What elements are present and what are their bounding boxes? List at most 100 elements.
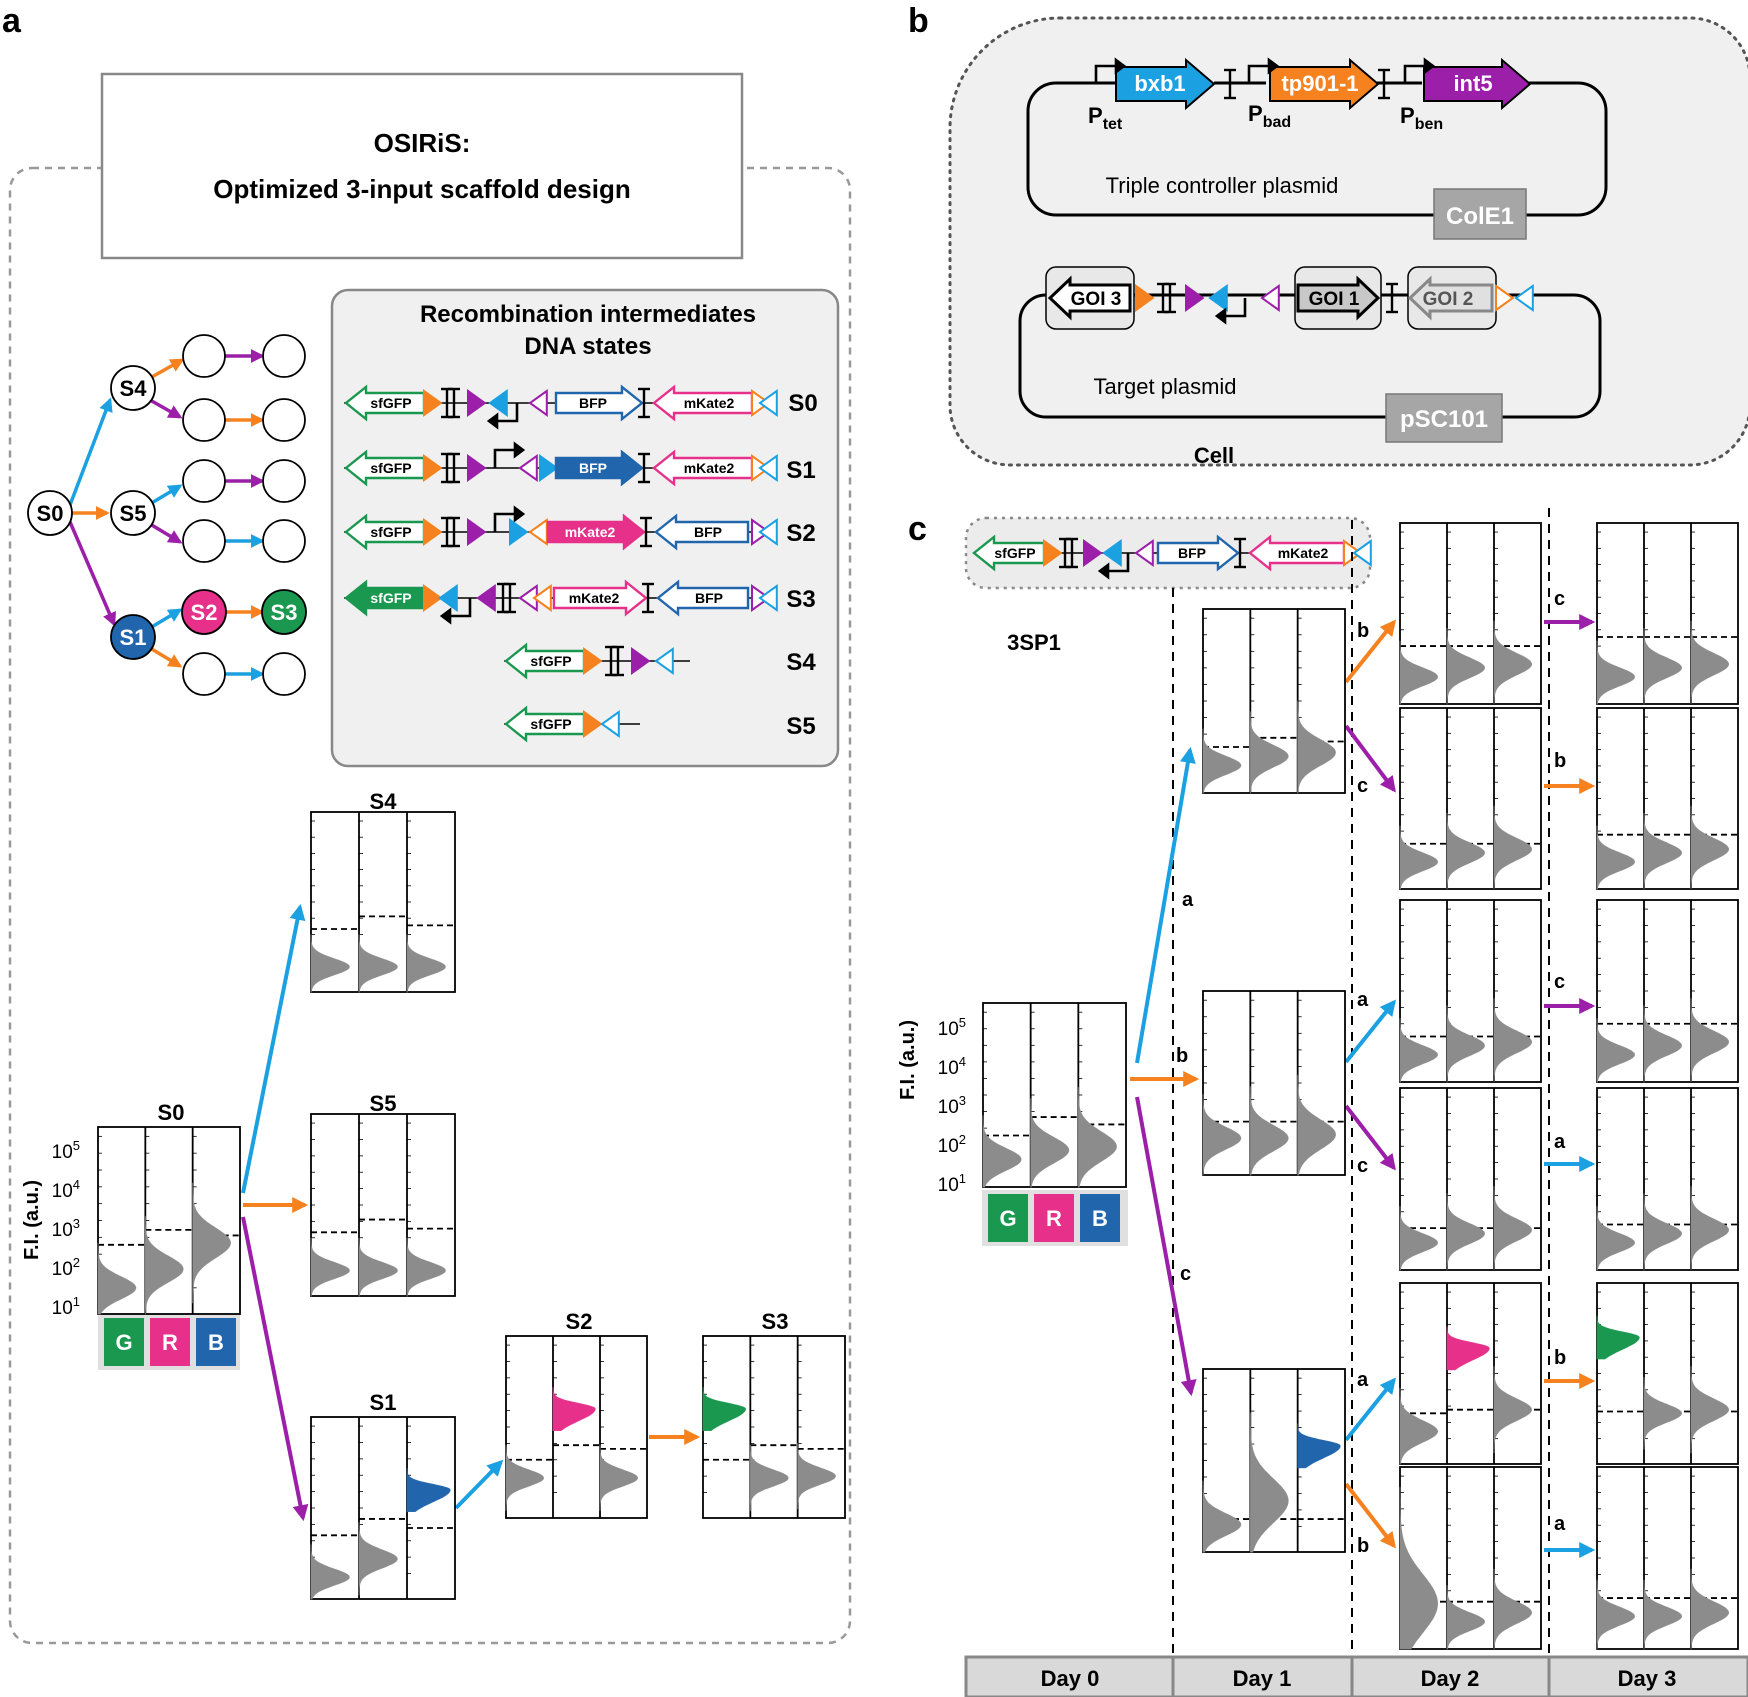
channel-column-g <box>310 1231 359 1297</box>
plot-a-s3 <box>702 1335 846 1519</box>
att-site <box>758 454 778 482</box>
att-site <box>758 584 778 612</box>
att-site <box>1134 539 1154 567</box>
channel-column-g <box>1399 825 1447 890</box>
gene-label: sfGFP <box>530 716 571 732</box>
channel-column-r <box>749 1444 798 1512</box>
gene-body <box>656 579 750 617</box>
gene-body <box>344 384 426 422</box>
input-label-a-d2b: a <box>1357 989 1369 1011</box>
channel-column-r <box>144 1215 193 1315</box>
channel-column-g <box>1596 1315 1644 1413</box>
plot-title-s0: S0 <box>158 1100 185 1125</box>
histogram <box>1596 1018 1636 1083</box>
day-3: Day 3 <box>1618 1666 1677 1691</box>
terminator <box>1157 282 1176 314</box>
att-site <box>1135 284 1155 312</box>
att-site <box>1083 539 1103 567</box>
ytick-a-5: 105 <box>52 1138 80 1163</box>
histogram <box>1399 1018 1439 1083</box>
ori-cole1-label: ColE1 <box>1446 203 1514 230</box>
histogram <box>1690 998 1730 1083</box>
input-label-c-d1: c <box>1180 1263 1191 1285</box>
att-site <box>600 710 620 738</box>
histogram <box>1202 1094 1242 1176</box>
promoter-line <box>497 403 519 423</box>
tree-label-s4: S4 <box>120 376 148 401</box>
goi3-label: GOI 3 <box>1071 289 1122 310</box>
tree-node-s0 <box>27 490 73 536</box>
promoter <box>493 441 526 468</box>
channel-column-b <box>1297 1074 1345 1176</box>
att-site <box>1260 284 1280 312</box>
gene-label: BFP <box>579 460 607 476</box>
att-site <box>528 389 548 417</box>
panel-label-a: a <box>2 2 22 40</box>
ytick-a-2: 102 <box>52 1255 80 1280</box>
histogram <box>797 1442 836 1510</box>
triple-plasmid-label: Triple controller plasmid <box>1106 173 1339 198</box>
att-site <box>539 454 559 482</box>
plot-title-s5: S5 <box>370 1091 397 1116</box>
gene-sfgfp: sfGFP <box>344 513 426 551</box>
input-label-b-d1: b <box>1176 1045 1188 1067</box>
gene-body <box>546 513 646 551</box>
channel-column-b <box>1690 998 1738 1083</box>
gene-label: BFP <box>579 395 607 411</box>
histogram <box>1297 700 1336 794</box>
input-label-c-d3a: c <box>1554 588 1565 610</box>
histogram <box>599 1445 639 1511</box>
panel-c-y-label: F.I. (a.u.) <box>897 1020 919 1100</box>
channel-column-b <box>192 1182 240 1304</box>
plot-frame <box>1596 1282 1739 1465</box>
histogram <box>1493 620 1533 705</box>
promoter <box>486 403 519 430</box>
panel-c-arrows <box>1130 614 1596 1558</box>
terminator <box>640 516 652 548</box>
histogram <box>97 1242 137 1315</box>
channel-column-r <box>1249 1412 1298 1553</box>
channel-column-g <box>1399 1206 1447 1271</box>
plot-c-day2-6 <box>1399 1466 1542 1650</box>
promoter-tet: Ptet <box>1088 103 1123 133</box>
histogram <box>552 1386 596 1432</box>
att-site <box>583 647 603 675</box>
histogram <box>1690 620 1730 705</box>
plot-frame <box>702 1335 846 1519</box>
att-site <box>438 584 458 612</box>
input-label-a-d1: a <box>1182 889 1194 911</box>
channel-column-r <box>1643 627 1691 705</box>
gene-label: BFP <box>695 590 723 606</box>
channel-column-b <box>1493 1186 1541 1271</box>
plot-frame <box>505 1335 648 1519</box>
gene-sfgfp: sfGFP <box>344 449 426 487</box>
plot-c-day2-1 <box>1399 522 1542 705</box>
input-label-b-d2c: b <box>1357 1535 1369 1557</box>
histogram <box>192 1182 231 1304</box>
channel-column-b <box>1493 998 1541 1083</box>
channel-column-r <box>358 915 407 993</box>
channel-column-g <box>1596 1579 1644 1650</box>
histogram <box>1643 627 1683 705</box>
histogram <box>1493 1568 1533 1650</box>
histogram <box>1446 1326 1490 1371</box>
histogram <box>1399 640 1439 705</box>
channel-column-r <box>1446 1326 1494 1411</box>
histogram <box>310 1544 350 1600</box>
promoter-line <box>493 512 515 532</box>
gene-label: BFP <box>694 524 722 540</box>
channel-column-g <box>1202 1094 1251 1176</box>
input-label-a-d2c: a <box>1357 1369 1369 1391</box>
channel-column-r <box>1446 812 1494 890</box>
input-label-c-d2b: c <box>1357 1155 1368 1177</box>
promoter-line <box>493 448 515 468</box>
plot-c-day2-4 <box>1399 1087 1542 1271</box>
gene-body <box>504 642 586 680</box>
tree-node-s2 <box>181 589 227 635</box>
gene-bfp: BFP <box>656 579 750 617</box>
input-label-c-d3b: c <box>1554 971 1565 993</box>
panel-a-title-1: OSIRiS: <box>374 128 471 158</box>
gene-label: sfGFP <box>530 653 571 669</box>
